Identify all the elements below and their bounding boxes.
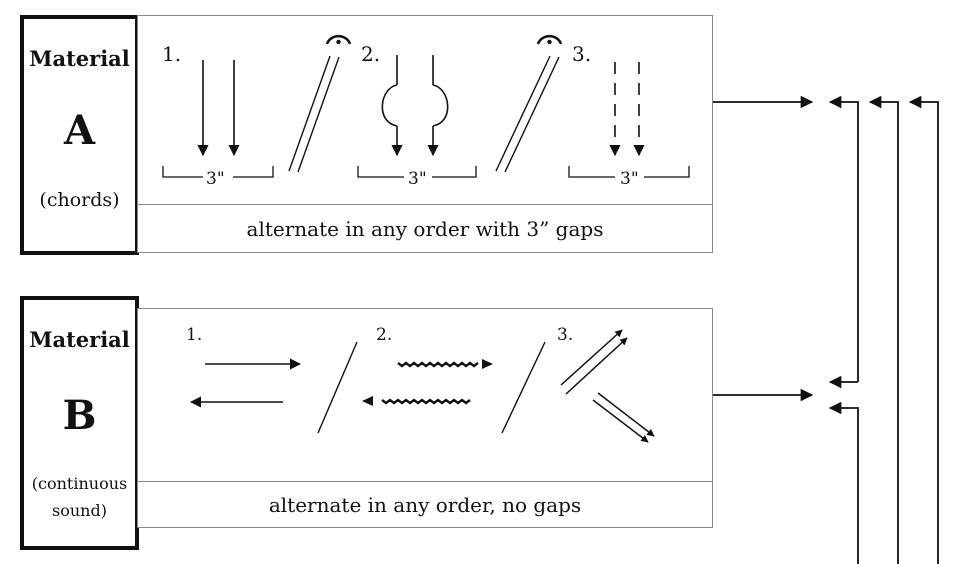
return-arrow-1: [828, 95, 859, 382]
diagonal-up-arrow-icon: [565, 337, 628, 395]
material-a-duration-2: 3": [408, 169, 427, 189]
diagonal-down-arrow-icon: [592, 399, 649, 443]
wavy-line-icon: [397, 361, 479, 368]
curved-bracket-left: [381, 84, 398, 127]
material-a-separator-1: [288, 34, 352, 173]
wavy-line-icon: [381, 398, 471, 405]
flow-connectors: [713, 95, 939, 564]
material-b-caption: alternate in any order, no gaps: [137, 481, 713, 528]
material-a-title: Material: [29, 46, 130, 71]
material-a-chord-2: [357, 55, 477, 178]
material-a-duration-3: 3": [620, 169, 639, 189]
material-a-duration-1: 3": [206, 169, 225, 189]
material-a-caption: alternate in any order with 3” gaps: [137, 204, 713, 253]
return-arrow-3: [908, 95, 939, 564]
material-a-chord-3: [568, 62, 690, 178]
diagonal-up-arrow-icon: [560, 329, 623, 386]
material-b-subtitle-2: sound): [52, 501, 107, 520]
material-b-subtitle-1: (continuous: [31, 474, 128, 493]
fermata-icon: [325, 34, 352, 45]
left-arrow-icon: [362, 396, 373, 406]
material-a-subtitle: (chords): [39, 189, 120, 211]
duration-bracket: [568, 166, 690, 178]
material-b-sound-1: [189, 358, 302, 408]
right-arrow-icon: [482, 359, 493, 369]
duration-bracket: [357, 166, 477, 178]
material-b-item-1: 1.: [186, 325, 203, 345]
material-b-separator-2: [501, 341, 546, 434]
material-b-title: Material: [29, 327, 130, 352]
material-b-item-3: 3.: [557, 325, 574, 345]
material-b-letter: B: [62, 392, 97, 439]
material-b-sound-3: [560, 329, 655, 443]
duration-bracket: [162, 166, 274, 178]
material-b-item-2: 2.: [376, 325, 393, 345]
fermata-icon: [536, 34, 563, 45]
material-b-sound-2: [362, 359, 493, 406]
material-a-separator-2: [495, 34, 563, 173]
material-b-label-box: Material B (continuous sound): [20, 296, 139, 550]
material-a-notation-panel: [137, 15, 713, 206]
material-a-chord-1: [162, 60, 274, 178]
material-a-item-3: 3.: [572, 42, 592, 66]
material-a-letter: A: [63, 107, 96, 154]
material-a-item-1: 1.: [162, 42, 182, 66]
material-a-caption-text: alternate in any order with 3” gaps: [246, 217, 604, 241]
material-b-caption-text: alternate in any order, no gaps: [268, 493, 582, 517]
material-a-item-2: 2.: [361, 42, 381, 66]
diagonal-down-arrow-icon: [597, 392, 655, 437]
material-a-label-box: Material A (chords): [20, 15, 139, 255]
return-arrow-2: [868, 95, 899, 564]
return-arrow-5: [828, 401, 859, 564]
material-b-separator-1: [317, 341, 358, 434]
curved-bracket-right: [432, 84, 449, 127]
